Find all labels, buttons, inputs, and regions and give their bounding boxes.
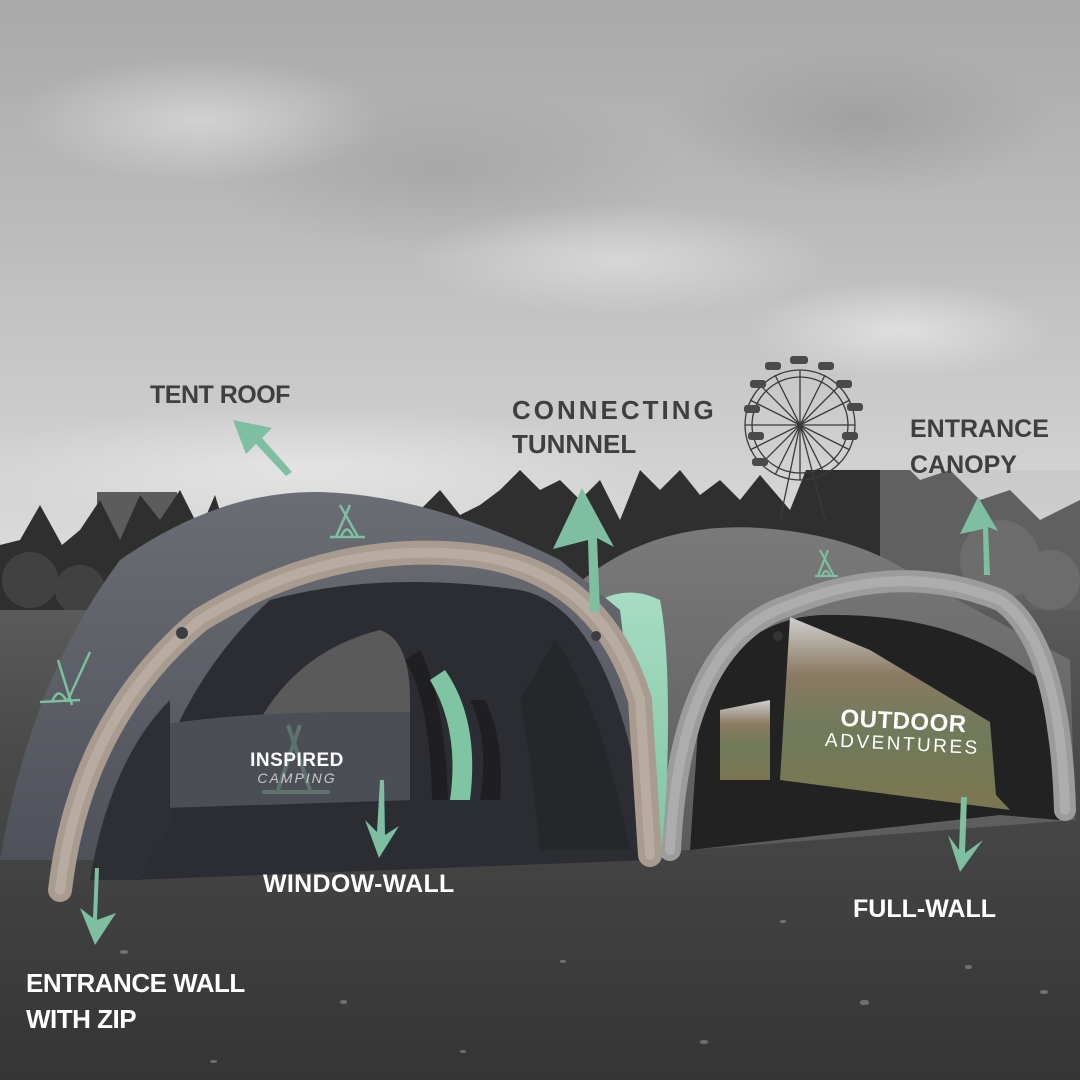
label-entrance-canopy: ENTRANCE CANOPY [910,411,1049,484]
label-entrance-wall-with-zip: ENTRANCE WALL WITH ZIP [26,965,245,1038]
label-text: TUNNNEL [512,428,637,459]
label-text: CANOPY [910,451,1017,480]
label-text: ENTRANCE WALL [26,968,245,998]
banner-line2: CAMPING [257,770,337,786]
teepee-logo-icon [815,549,838,578]
label-text: WINDOW-WALL [263,870,455,898]
label-window-wall: WINDOW-WALL [263,870,455,899]
banner-line1: INSPIRED [250,750,344,771]
label-text: FULL-WALL [853,895,997,923]
arrow-down-icon [80,868,116,945]
arrow-up-left-icon [233,420,292,476]
arrow-up-icon [553,488,614,612]
label-text: ENTRANCE [910,415,1049,443]
label-tent-roof: TENT ROOF [150,381,290,410]
label-connecting-tunnel: CONNECTING TUNNNEL [512,394,717,462]
label-full-wall: FULL-WALL [853,895,996,924]
arrow-down-icon [365,780,399,858]
teepee-logo-icon [39,504,365,706]
label-text: CONNECTING [512,395,717,425]
arrow-down-icon [948,797,983,872]
label-text: TENT ROOF [150,381,290,409]
arrow-up-icon [960,497,998,575]
inspired-camping-banner: INSPIRED CAMPING [232,750,362,786]
cloudy-sky [0,0,1080,560]
outdoor-adventures-banner: OUTDOOR ADVENTURES [817,704,989,761]
label-text: WITH ZIP [26,1004,137,1035]
